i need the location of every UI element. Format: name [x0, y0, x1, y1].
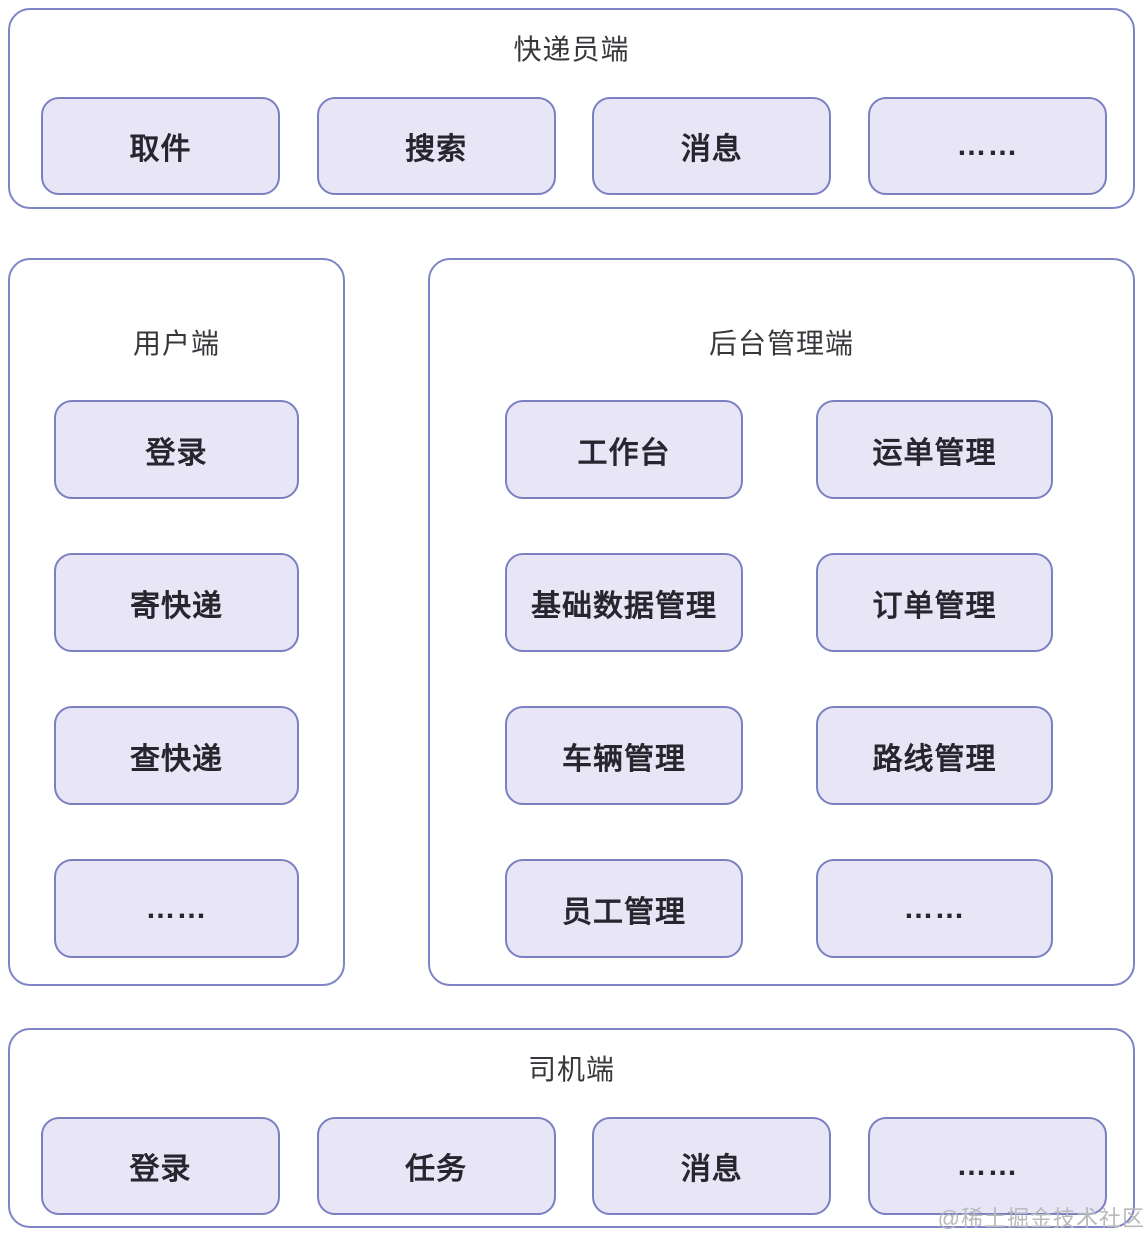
courier-more-node: …… — [867, 97, 1107, 195]
courier-messages-node: 消息 — [592, 97, 832, 195]
user-send-express-node: 寄快递 — [54, 553, 299, 652]
driver-task-node: 任务 — [316, 1117, 556, 1215]
user-node-column: 登录 寄快递 查快递 …… — [10, 400, 343, 958]
panel-user-title: 用户端 — [132, 328, 220, 359]
panel-courier-client: 快递员端 取件 搜索 消息 …… — [8, 8, 1135, 209]
courier-search-node: 搜索 — [316, 97, 556, 195]
admin-vehicle-management-node: 车辆管理 — [505, 706, 743, 805]
panel-admin-backend: 后台管理端 工作台 运单管理 基础数据管理 订单管理 车辆管理 路线管理 员工管… — [428, 258, 1135, 986]
admin-base-data-management-node: 基础数据管理 — [505, 553, 743, 652]
admin-workbench-node: 工作台 — [505, 400, 743, 499]
admin-route-management-node: 路线管理 — [816, 706, 1053, 805]
panel-courier-title: 快递员端 — [513, 34, 630, 65]
courier-pickup-node: 取件 — [41, 97, 280, 195]
admin-employee-management-node: 员工管理 — [505, 859, 743, 958]
admin-order-management-node: 订单管理 — [816, 553, 1053, 652]
admin-node-grid: 工作台 运单管理 基础数据管理 订单管理 车辆管理 路线管理 员工管理 …… — [430, 400, 1133, 958]
driver-login-node: 登录 — [41, 1117, 280, 1215]
panel-admin-title: 后台管理端 — [708, 328, 854, 359]
panel-driver-title: 司机端 — [527, 1054, 615, 1085]
user-more-node: …… — [54, 859, 299, 958]
watermark: @稀土掘金技术社区 — [937, 1206, 1143, 1231]
user-login-node: 登录 — [54, 400, 299, 499]
admin-waybill-management-node: 运单管理 — [816, 400, 1053, 499]
user-track-express-node: 查快递 — [54, 706, 299, 805]
admin-more-node: …… — [816, 859, 1053, 958]
driver-more-node: …… — [867, 1117, 1107, 1215]
courier-node-row: 取件 搜索 消息 …… — [10, 97, 1133, 195]
driver-messages-node: 消息 — [592, 1117, 832, 1215]
panel-driver-client: 司机端 登录 任务 消息 …… — [8, 1028, 1135, 1228]
panel-user-client: 用户端 登录 寄快递 查快递 …… — [8, 258, 345, 986]
driver-node-row: 登录 任务 消息 …… — [10, 1117, 1133, 1215]
